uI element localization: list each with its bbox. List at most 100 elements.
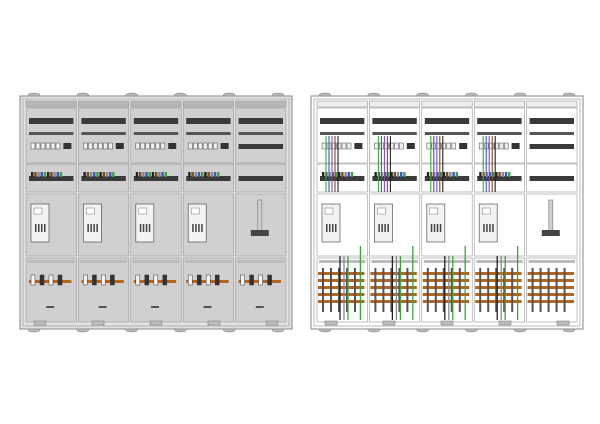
fuse-holder: [101, 274, 106, 286]
small-terminal: [148, 172, 151, 177]
header-strip: [473, 100, 525, 108]
front-view: [19, 92, 293, 333]
small-terminal: [508, 172, 511, 177]
small-terminal: [403, 172, 406, 177]
enclosure-inner-frame: [313, 98, 581, 327]
copper-busbar: [527, 279, 574, 282]
terminal-block: [103, 142, 108, 150]
terminal-block: [207, 142, 213, 150]
fuse-holder: [153, 274, 159, 286]
copper-busbar: [318, 286, 365, 289]
vertical-rail: [548, 199, 554, 235]
small-terminal: [387, 172, 390, 177]
lower-header: [132, 260, 180, 263]
copper-busbar: [318, 272, 365, 275]
meter-display: [377, 207, 386, 215]
column-3: [130, 100, 182, 323]
terminal-block: [426, 142, 432, 150]
small-terminal: [197, 172, 201, 177]
small-terminal: [344, 172, 347, 177]
terminal-block: [451, 142, 457, 150]
meter-terminal: [335, 224, 337, 232]
din-rail-lower: [320, 132, 365, 135]
small-terminal: [204, 172, 207, 177]
meter-terminal: [433, 224, 436, 232]
column-2: [78, 100, 130, 323]
lower-compartment: [235, 257, 287, 323]
meter-terminal: [378, 224, 380, 232]
din-rail-middle: [81, 176, 126, 181]
small-terminal: [96, 172, 99, 177]
terminal-end-stop: [406, 143, 415, 149]
meter-terminal: [192, 224, 194, 232]
small-terminal: [436, 172, 439, 177]
header-strip: [78, 100, 130, 108]
din-rail-middle: [529, 176, 574, 181]
terminal-block: [441, 142, 447, 150]
din-rail: [238, 118, 283, 124]
din-rail-middle: [424, 176, 470, 181]
column-5: [235, 100, 287, 323]
small-terminal: [426, 172, 430, 177]
small-terminal: [380, 172, 384, 177]
copper-busbar: [370, 293, 417, 296]
lower-compartment: [421, 257, 473, 323]
small-terminal: [341, 172, 344, 177]
fuse-holder: [196, 274, 202, 286]
small-terminal: [145, 172, 148, 177]
meter-terminal: [90, 224, 92, 232]
busbar-clamp: [330, 268, 332, 312]
small-terminal: [207, 172, 210, 177]
copper-busbar: [318, 293, 365, 296]
fuse-holder: [267, 274, 272, 286]
vertical-rail: [257, 199, 263, 235]
fuse-holder: [83, 274, 88, 286]
meter-terminal: [332, 224, 334, 232]
din-rail-middle: [320, 176, 365, 181]
fuse-holder: [144, 274, 150, 286]
terminal-block: [503, 142, 509, 150]
copper-busbar: [527, 272, 574, 275]
busbar-clamp: [479, 268, 482, 312]
din-rail-lower: [529, 132, 574, 135]
meter-display: [324, 207, 334, 215]
din-rail-lower: [29, 132, 74, 135]
small-terminal: [34, 172, 37, 177]
terminal-block: [446, 142, 452, 150]
terminal-end-stop: [511, 143, 520, 149]
upper-compartment: [421, 107, 473, 164]
din-rail-middle: [477, 176, 522, 181]
column-4: [473, 100, 525, 323]
bottom-grip: [207, 320, 221, 326]
busbar-clamp: [338, 268, 340, 312]
small-terminal: [83, 172, 86, 177]
upper-compartment: [316, 107, 368, 164]
din-rail-lower: [186, 132, 231, 135]
copper-busbar: [475, 279, 522, 282]
fuse-holder: [240, 274, 245, 286]
copper-busbar: [475, 286, 522, 289]
bottom-grip: [265, 320, 279, 326]
column-3: [421, 100, 473, 323]
small-terminal: [488, 172, 492, 177]
terminal-block: [88, 142, 93, 150]
fuse-holder: [39, 274, 45, 286]
terminal-block: [93, 142, 98, 150]
meter-terminal: [93, 224, 95, 232]
small-terminal: [479, 172, 482, 177]
busbar-clamp: [539, 268, 542, 312]
din-rail: [29, 118, 74, 124]
lower-compartment: [25, 257, 77, 323]
meter-terminal: [489, 224, 491, 232]
terminal-block: [374, 142, 379, 150]
copper-busbar: [527, 286, 574, 289]
busbar-clamp: [511, 268, 514, 312]
small-terminal: [390, 172, 393, 177]
meter-display: [138, 207, 148, 215]
small-terminal: [338, 172, 341, 177]
small-terminal: [194, 172, 197, 177]
busbar-clamp: [406, 268, 409, 312]
terminal-block: [108, 142, 113, 150]
meter-terminal: [381, 224, 383, 232]
